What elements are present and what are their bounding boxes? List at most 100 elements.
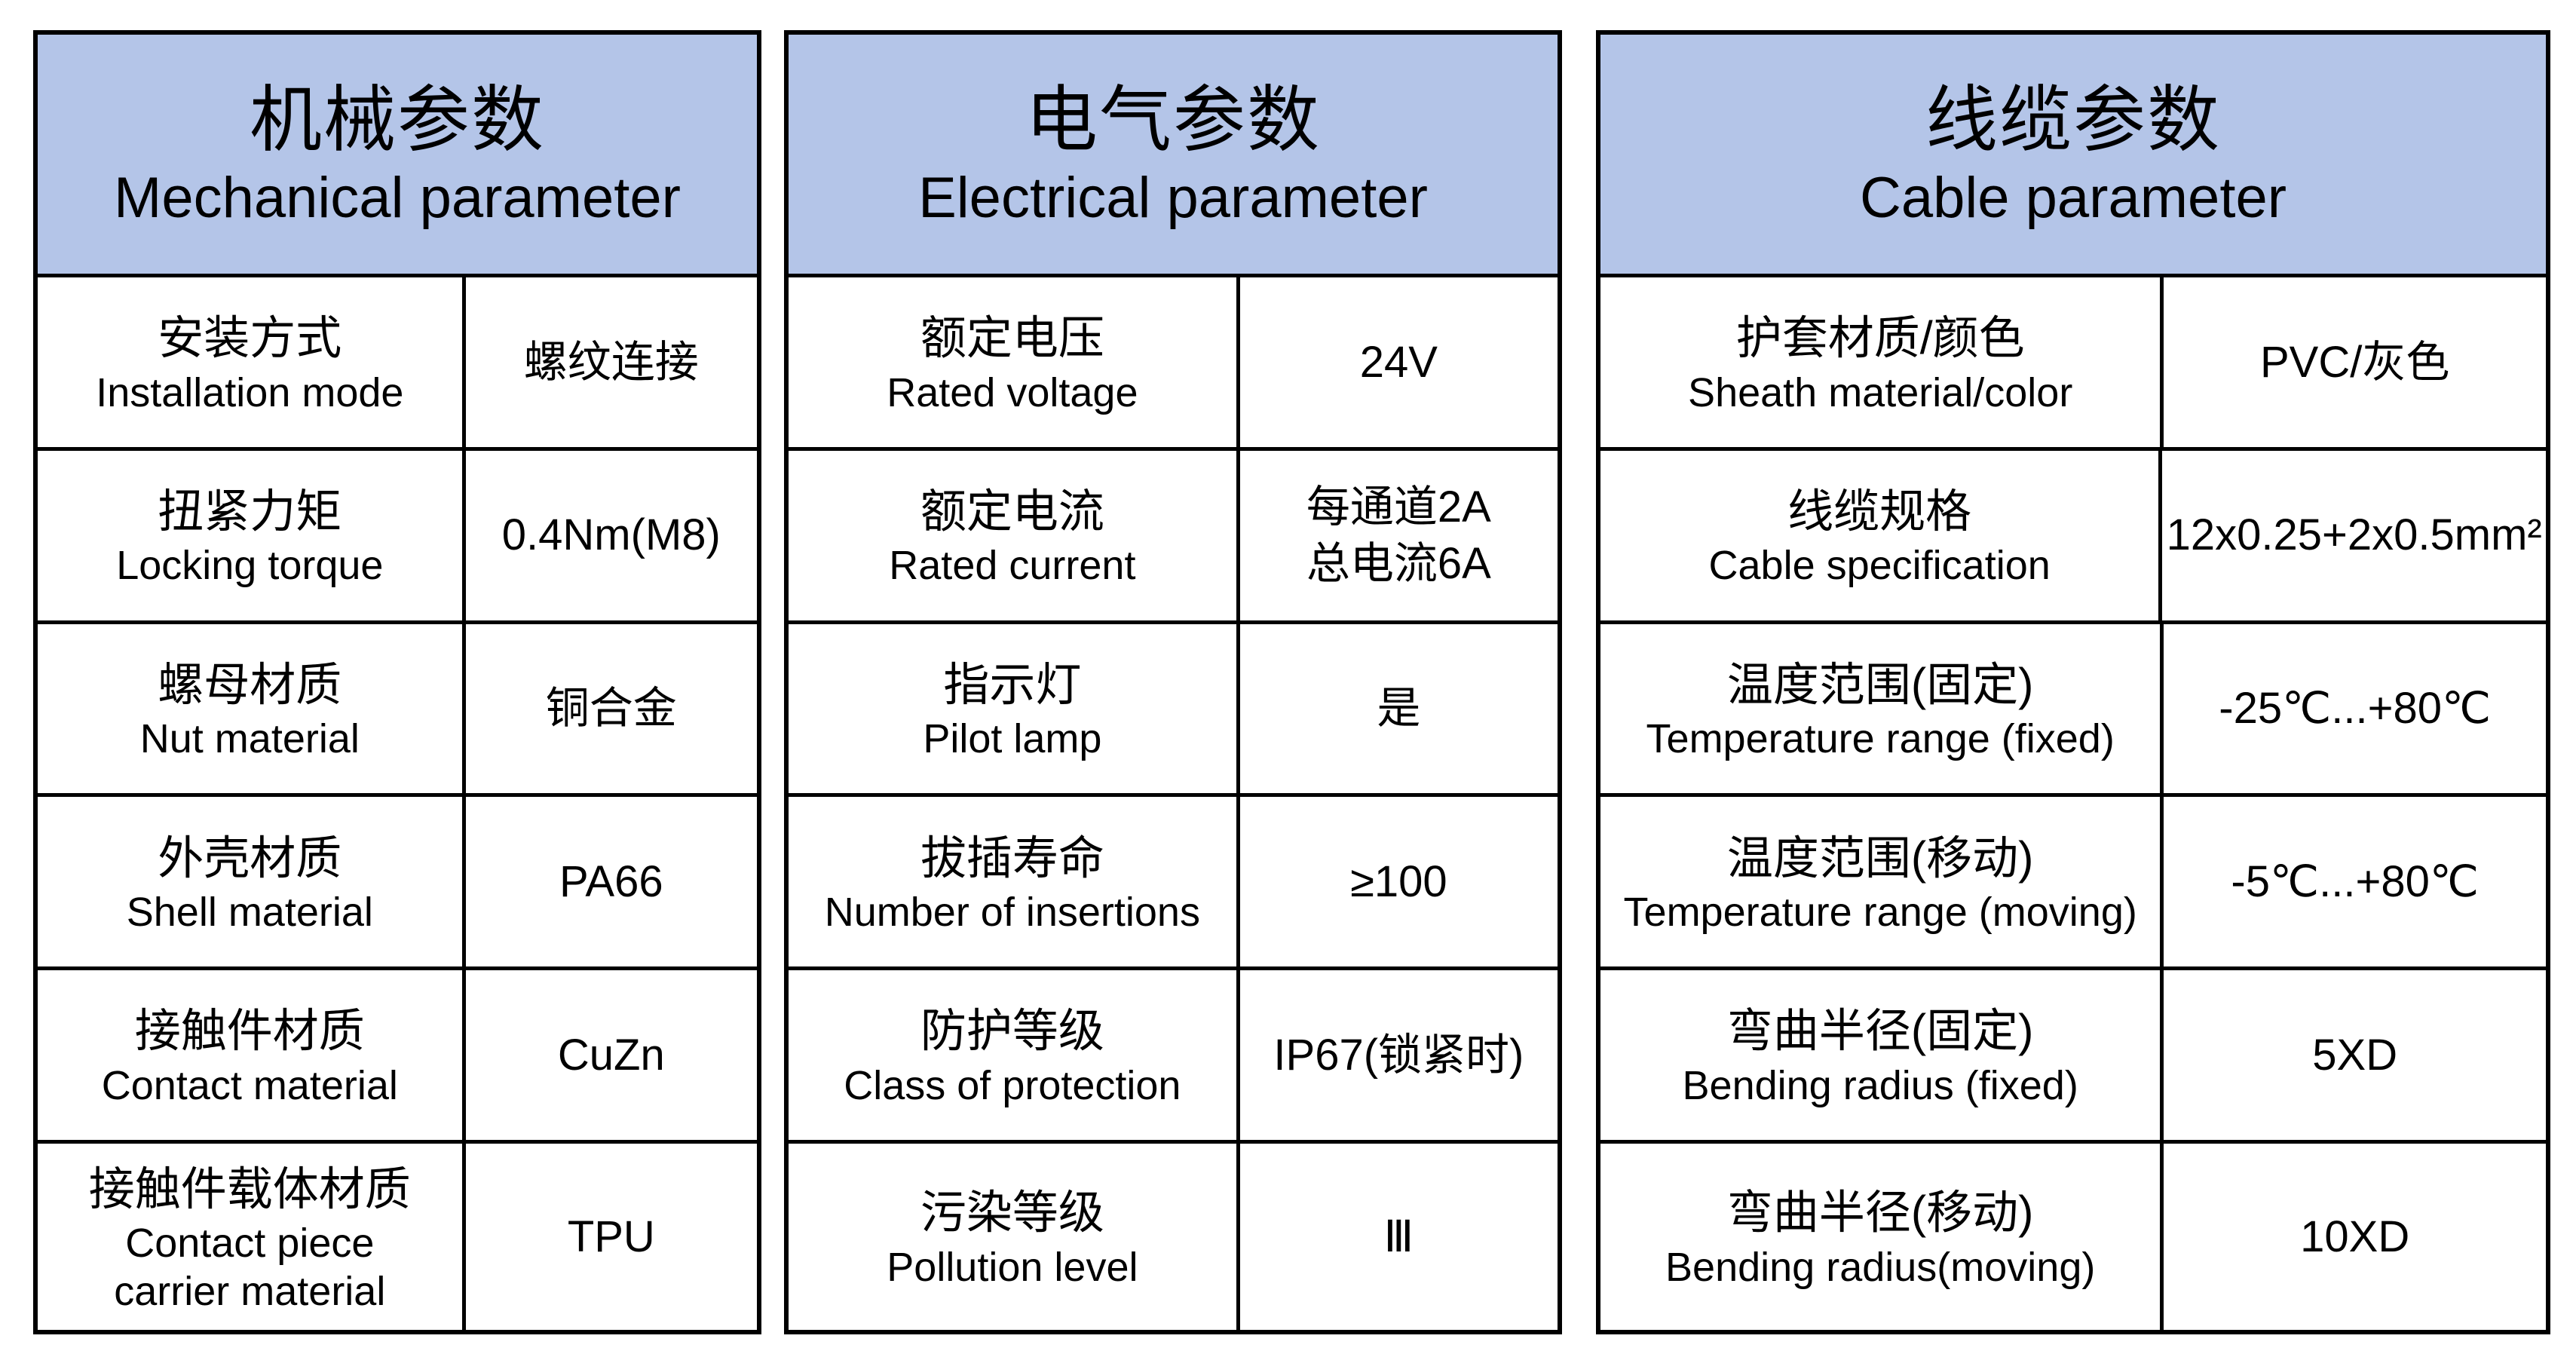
row-value-cell: 铜合金 — [466, 624, 757, 794]
row-value-cell: PA66 — [466, 797, 757, 966]
row-label-cell: 拔插寿命 Number of insertions — [789, 797, 1240, 967]
row-label-cell: 额定电压 Rated voltage — [789, 277, 1240, 447]
row-label-en: Pilot lamp — [923, 716, 1102, 762]
row-value-cell: 0.4Nm(M8) — [466, 451, 757, 620]
row-label-cell: 扭紧力矩 Locking torque — [38, 450, 466, 620]
row-label-zh: 额定电流 — [920, 486, 1104, 538]
row-label-en: Temperature range (fixed) — [1646, 716, 2115, 762]
row-label-zh: 外壳材质 — [158, 832, 342, 884]
row-label-en: Nut material — [139, 716, 360, 762]
electrical-parameter-table: 电气参数 Electrical parameter 额定电压 Rated vol… — [784, 30, 1562, 1334]
row-label-cell: 接触件载体材质 Contact piece carrier material — [38, 1143, 466, 1330]
table-title-en: Mechanical parameter — [114, 166, 681, 231]
row-label-zh: 接触件载体材质 — [88, 1162, 411, 1215]
row-label-cell: 弯曲半径(固定) Bending radius (fixed) — [1600, 970, 2164, 1140]
row-label-en: Sheath material/color — [1688, 369, 2073, 415]
row-value: PVC/灰色 — [2260, 337, 2450, 387]
row-value-cell: PVC/灰色 — [2164, 277, 2546, 447]
row-label-zh: 拔插寿命 — [920, 832, 1104, 884]
row-value-cell: Ⅲ — [1240, 1144, 1558, 1330]
row-label-zh: 污染等级 — [920, 1187, 1104, 1239]
row-value: IP67(锁紧时) — [1273, 1030, 1524, 1080]
table-body: 额定电压 Rated voltage 24V 额定电流 Rated curren… — [789, 277, 1558, 1330]
row-label-en: Temperature range (moving) — [1623, 889, 2137, 935]
row-label-zh: 温度范围(固定) — [1726, 658, 2034, 710]
row-value-cell: 每通道2A 总电流6A — [1240, 451, 1558, 620]
row-value: PA66 — [559, 856, 663, 906]
row-label-en: Contact material — [101, 1062, 398, 1108]
row-value-cell: 10XD — [2164, 1144, 2546, 1330]
row-label-en: Pollution level — [887, 1244, 1138, 1290]
row-label-en: Number of insertions — [824, 889, 1200, 935]
row-value: 24V — [1359, 337, 1438, 387]
row-label-zh: 防护等级 — [920, 1005, 1104, 1057]
table-row: 线缆规格 Cable specification 12x0.25+2x0.5mm… — [1600, 450, 2546, 624]
table-row: 额定电压 Rated voltage 24V — [789, 277, 1558, 451]
row-label-en: Cable specification — [1708, 543, 2051, 589]
row-value-cell: 5XD — [2164, 970, 2546, 1140]
row-value: -5℃...+80℃ — [2231, 856, 2479, 906]
row-value: ≥100 — [1350, 856, 1447, 906]
row-label-zh: 弯曲半径(固定) — [1726, 1005, 2034, 1057]
table-title-zh: 电气参数 — [1025, 79, 1321, 161]
row-value-cell: -5℃...+80℃ — [2164, 797, 2546, 966]
row-value: 铜合金 — [545, 684, 677, 734]
row-value: 每通道2A 总电流6A — [1306, 482, 1491, 589]
row-label-cell: 防护等级 Class of protection — [789, 970, 1240, 1140]
row-value-cell: TPU — [466, 1144, 757, 1330]
row-label-zh: 弯曲半径(移动) — [1726, 1187, 2034, 1239]
row-value-cell: CuZn — [466, 970, 757, 1140]
table-row: 螺母材质 Nut material 铜合金 — [38, 623, 757, 798]
table-title-zh: 线缆参数 — [1925, 79, 2221, 161]
row-label-cell: 安装方式 Installation mode — [38, 277, 466, 447]
row-value: 螺纹连接 — [523, 337, 699, 387]
row-label-cell: 弯曲半径(移动) Bending radius(moving) — [1600, 1143, 2164, 1330]
row-label-en: Bending radius (fixed) — [1682, 1062, 2078, 1108]
table-row: 扭紧力矩 Locking torque 0.4Nm(M8) — [38, 450, 757, 624]
row-label-zh: 扭紧力矩 — [158, 486, 342, 538]
table-title-en: Electrical parameter — [918, 166, 1428, 231]
table-row: 温度范围(固定) Temperature range (fixed) -25℃.… — [1600, 623, 2546, 798]
row-label-cell: 温度范围(固定) Temperature range (fixed) — [1600, 623, 2164, 794]
row-label-zh: 线缆规格 — [1787, 486, 1972, 538]
table-row: 指示灯 Pilot lamp 是 — [789, 623, 1558, 798]
row-label-zh: 温度范围(移动) — [1726, 832, 2034, 884]
table-header: 机械参数 Mechanical parameter — [38, 35, 757, 277]
table-row: 接触件载体材质 Contact piece carrier material T… — [38, 1143, 757, 1330]
row-value: 5XD — [2312, 1030, 2398, 1080]
row-value: 是 — [1377, 684, 1421, 734]
row-value-cell: ≥100 — [1240, 797, 1558, 966]
row-label-cell: 螺母材质 Nut material — [38, 623, 466, 794]
row-label-en: Contact piece carrier material — [114, 1220, 386, 1314]
row-value: CuZn — [557, 1030, 665, 1080]
row-label-en: Installation mode — [96, 369, 404, 415]
row-value: 10XD — [2300, 1211, 2410, 1261]
row-value: 0.4Nm(M8) — [501, 510, 721, 560]
row-label-cell: 接触件材质 Contact material — [38, 970, 466, 1140]
table-row: 外壳材质 Shell material PA66 — [38, 797, 757, 971]
table-row: 安装方式 Installation mode 螺纹连接 — [38, 277, 757, 451]
row-label-cell: 护套材质/颜色 Sheath material/color — [1600, 277, 2164, 447]
table-title-en: Cable parameter — [1859, 166, 2287, 231]
table-body: 护套材质/颜色 Sheath material/color PVC/灰色 线缆规… — [1600, 277, 2546, 1330]
row-label-en: Class of protection — [844, 1062, 1181, 1108]
row-label-cell: 温度范围(移动) Temperature range (moving) — [1600, 797, 2164, 967]
table-row: 拔插寿命 Number of insertions ≥100 — [789, 797, 1558, 971]
row-label-en: Bending radius(moving) — [1665, 1244, 2096, 1290]
row-value: Ⅲ — [1383, 1211, 1414, 1261]
row-label-en: Shell material — [126, 889, 373, 935]
row-label-cell: 指示灯 Pilot lamp — [789, 623, 1240, 794]
table-row: 接触件材质 Contact material CuZn — [38, 970, 757, 1144]
row-value-cell: 是 — [1240, 624, 1558, 794]
row-label-zh: 接触件材质 — [134, 1005, 365, 1057]
table-title-zh: 机械参数 — [250, 79, 545, 161]
row-label-zh: 指示灯 — [943, 658, 1082, 710]
row-value-cell: -25℃...+80℃ — [2164, 624, 2546, 794]
row-value-cell: IP67(锁紧时) — [1240, 970, 1558, 1140]
row-value-cell: 24V — [1240, 277, 1558, 447]
table-row: 温度范围(移动) Temperature range (moving) -5℃.… — [1600, 797, 2546, 971]
row-label-cell: 外壳材质 Shell material — [38, 797, 466, 967]
row-value: -25℃...+80℃ — [2219, 684, 2492, 734]
table-row: 弯曲半径(移动) Bending radius(moving) 10XD — [1600, 1143, 2546, 1330]
